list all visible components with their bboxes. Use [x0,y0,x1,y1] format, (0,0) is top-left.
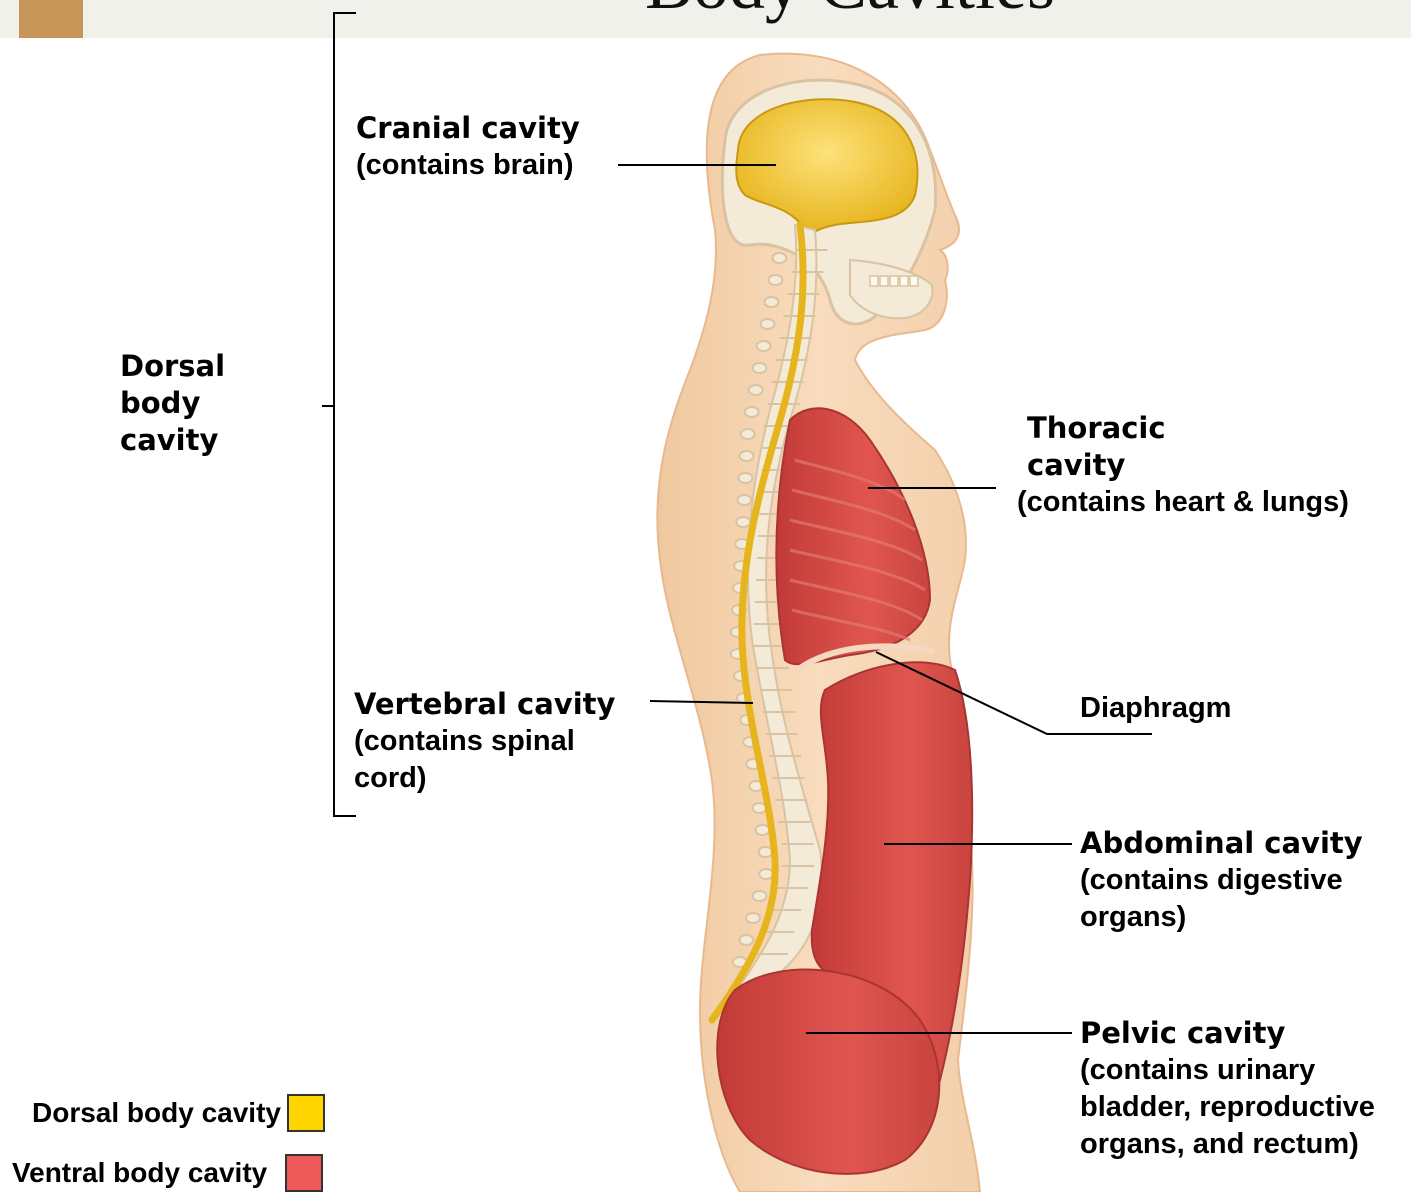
abdominal-cavity-label: Abdominal cavity (contains digestive org… [1080,825,1363,936]
spinous-process [745,407,759,417]
cranial-cavity-desc: (contains brain) [356,147,580,184]
pelvic-cavity-desc: (contains urinary bladder, reproductive … [1080,1052,1375,1163]
diaphragm-name: Diaphragm [1080,692,1231,724]
abdominal-cavity-name: Abdominal cavity [1080,825,1363,862]
pelvic-cavity-name: Pelvic cavity [1080,1015,1375,1052]
legend-swatch-dorsal [287,1094,325,1132]
spinous-process [736,517,750,527]
spinous-process [739,935,753,945]
spinous-process [753,891,767,901]
spinous-process [740,451,754,461]
teeth [870,276,918,286]
dorsal-label-text: Dorsal body cavity [120,348,225,459]
legend-item-dorsal: Dorsal body cavity [32,1094,325,1132]
spinous-process [749,385,763,395]
legend-swatch-ventral [285,1154,323,1192]
spinous-process [755,825,769,835]
spinous-process [759,847,773,857]
spinous-process [764,297,778,307]
spinous-process [746,913,760,923]
spinous-process [761,319,775,329]
legend-item-ventral: Ventral body cavity [12,1154,323,1192]
spinous-process [741,429,755,439]
cranial-cavity-name: Cranial cavity [356,110,580,147]
spinous-process [739,473,753,483]
spinous-process [753,363,767,373]
cranial-cavity-label: Cranial cavity (contains brain) [356,110,580,184]
pelvic-cavity-label: Pelvic cavity (contains urinary bladder,… [1080,1015,1375,1163]
spinous-process [768,275,782,285]
thoracic-cavity-name: Thoracic cavity [1027,410,1349,484]
spinous-process [757,341,771,351]
thoracic-cavity-label: Thoracic cavity (contains heart & lungs) [1017,410,1349,521]
diaphragm-label: Diaphragm [1080,690,1231,727]
spinous-process [759,869,773,879]
legend-label-ventral: Ventral body cavity [12,1157,267,1189]
vertebral-cavity-label: Vertebral cavity (contains spinal cord) [354,686,615,797]
legend-label-dorsal: Dorsal body cavity [32,1097,281,1129]
spinous-process [737,495,751,505]
abdominal-cavity-desc: (contains digestive organs) [1080,862,1363,936]
vertebral-cavity-name: Vertebral cavity [354,686,615,723]
spinous-process [772,253,786,263]
dorsal-body-cavity-label: Dorsal body cavity [120,348,225,459]
thoracic-cavity-desc: (contains heart & lungs) [1017,484,1349,521]
dorsal-bracket [322,13,356,816]
vertebral-cavity-desc: (contains spinal cord) [354,723,615,797]
